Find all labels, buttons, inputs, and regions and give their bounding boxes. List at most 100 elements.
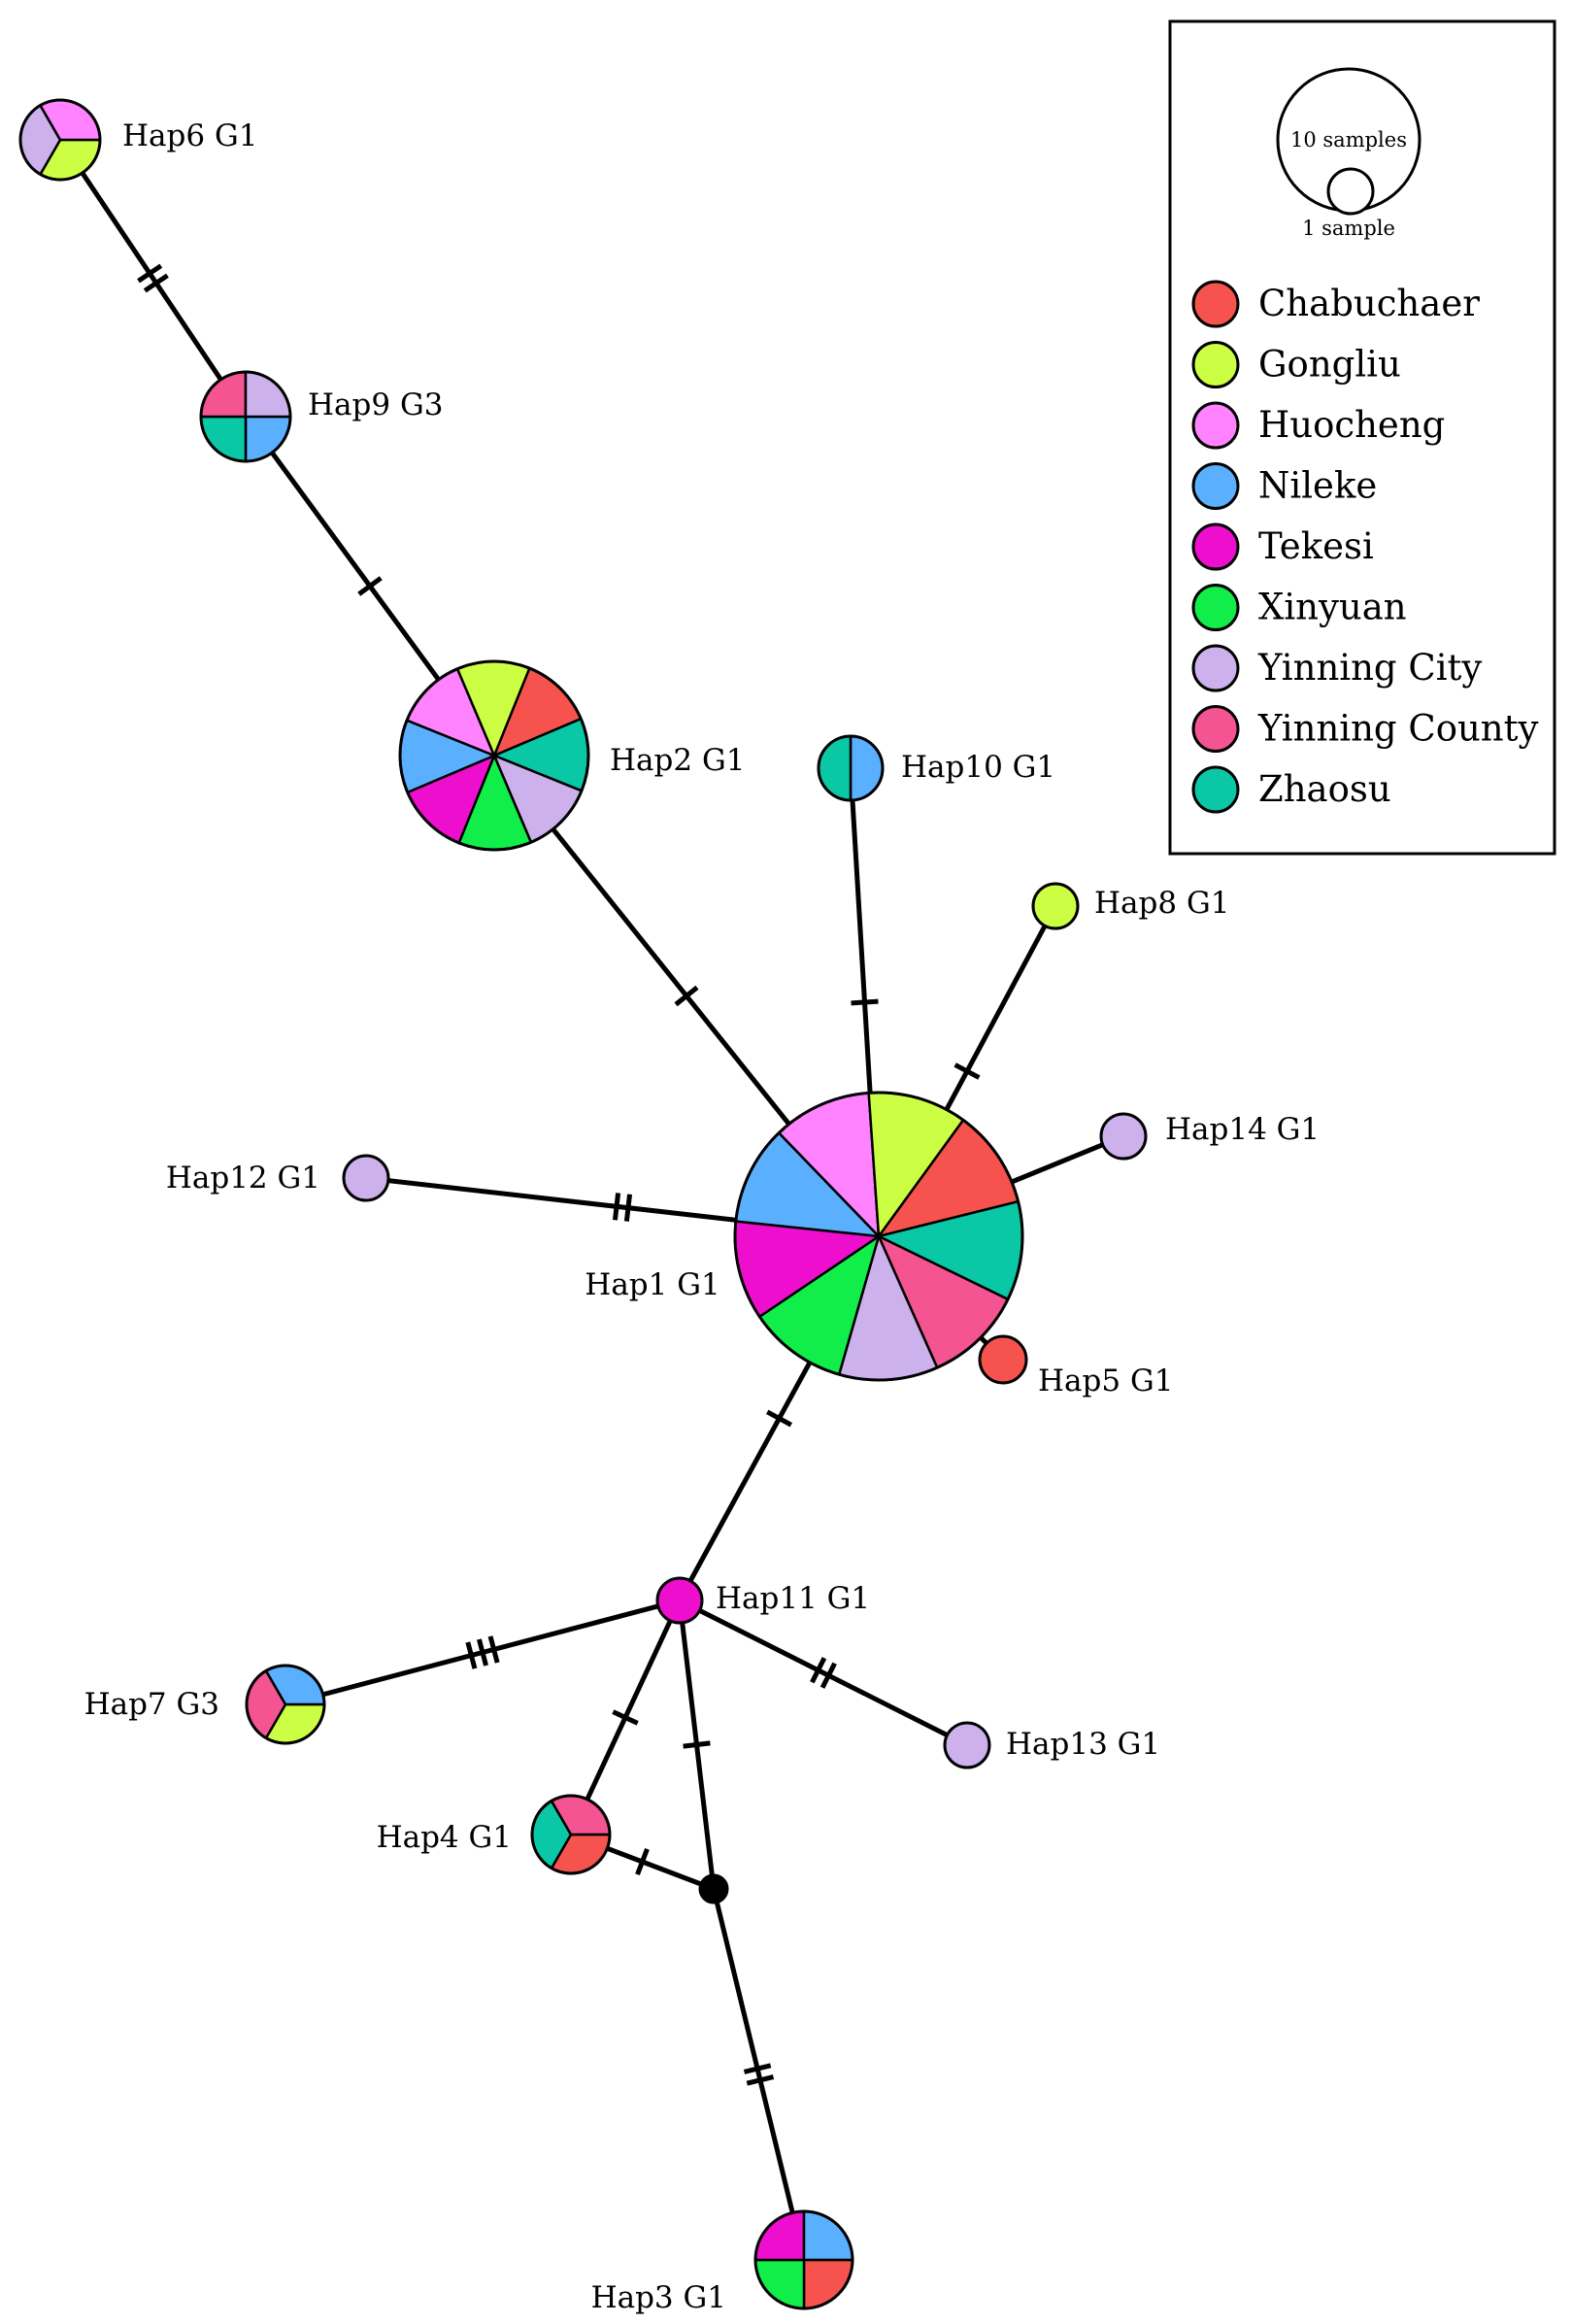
mutation-tick bbox=[683, 1740, 711, 1749]
mutation-tick bbox=[357, 576, 383, 596]
legend-item-yinning-county: Yinning County bbox=[1191, 705, 1538, 753]
legend-swatch bbox=[1191, 584, 1240, 631]
node-outline bbox=[753, 2209, 854, 2310]
mutation-tick bbox=[477, 1638, 488, 1667]
pie-slice-yinning-city bbox=[943, 1721, 991, 1769]
network-nodes: Hap1 G1 Hap2 G1 Hap3 G1 Hap4 G1 Hap5 G1 Hap6 … bbox=[18, 98, 1320, 2315]
legend-label: Huocheng bbox=[1258, 404, 1445, 446]
legend-swatch bbox=[1191, 401, 1240, 450]
node-hap8: Hap8 G1 bbox=[1031, 882, 1229, 930]
mutation-tick bbox=[465, 1641, 478, 1669]
pie-slice-zhaosu bbox=[817, 734, 853, 802]
legend-label: Yinning City bbox=[1257, 647, 1482, 689]
mutation-tick bbox=[851, 998, 879, 1006]
legend-items: ChabuchaerGongliuHuochengNilekeTekesiXin… bbox=[1191, 280, 1538, 814]
legend-item-zhaosu: Zhaosu bbox=[1191, 765, 1391, 814]
pie-slice-median bbox=[698, 1873, 729, 1904]
legend-item-nileke: Nileke bbox=[1191, 462, 1377, 510]
mutation-tick bbox=[137, 263, 163, 284]
node-hap3: Hap3 G1 bbox=[591, 2209, 854, 2315]
legend-label: Tekesi bbox=[1258, 525, 1374, 567]
node-hap2: Hap2 G1 bbox=[398, 659, 745, 852]
mutation-tick bbox=[743, 2063, 772, 2074]
node-outline bbox=[18, 98, 102, 182]
node-outline bbox=[530, 1794, 612, 1875]
mutation-tick bbox=[953, 1062, 981, 1080]
node-hap11: Hap11 G1 bbox=[655, 1576, 870, 1625]
edge-hap11-hap13 bbox=[678, 1598, 969, 1748]
legend-label: Zhaosu bbox=[1258, 768, 1391, 810]
legend-item-xinyuan: Xinyuan bbox=[1191, 584, 1407, 631]
legend-label: Yinning County bbox=[1257, 708, 1538, 750]
node-hap14: Hap14 G1 bbox=[1099, 1112, 1320, 1161]
legend-item-chabuchaer: Chabuchaer bbox=[1191, 280, 1480, 328]
node-label-hap10: Hap10 G1 bbox=[901, 750, 1055, 785]
pie-slice-nileke bbox=[849, 734, 885, 802]
scale-label-small: 1 sample bbox=[1302, 217, 1395, 240]
legend-swatch bbox=[1191, 341, 1240, 388]
legend-item-tekesi: Tekesi bbox=[1191, 522, 1374, 571]
node-label-hap6: Hap6 G1 bbox=[122, 118, 257, 153]
mutation-tick bbox=[635, 1848, 650, 1875]
legend-item-yinning-city: Yinning City bbox=[1191, 644, 1482, 692]
node-label-hap9: Hap9 G3 bbox=[308, 387, 443, 422]
node-hap9: Hap9 G3 bbox=[199, 370, 443, 463]
pie-slice-yinning-city bbox=[1099, 1112, 1148, 1161]
node-outline bbox=[398, 659, 590, 852]
legend-item-huocheng: Huocheng bbox=[1191, 401, 1445, 450]
mutation-tick bbox=[746, 2074, 775, 2086]
node-hap12: Hap12 G1 bbox=[166, 1154, 390, 1202]
mutation-tick bbox=[819, 1662, 837, 1689]
pie-slice-tekesi bbox=[655, 1576, 704, 1625]
scale-circle-small bbox=[1326, 167, 1375, 216]
legend-swatch bbox=[1191, 765, 1240, 814]
mutation-tick bbox=[612, 1193, 621, 1221]
legend-label: Gongliu bbox=[1258, 344, 1401, 386]
edge-median-hap3 bbox=[711, 1888, 807, 2261]
node-outline bbox=[245, 1664, 326, 1745]
node-label-hap14: Hap14 G1 bbox=[1165, 1112, 1320, 1147]
node-hap1: Hap1 G1 bbox=[585, 1091, 1024, 1382]
node-hap10: Hap10 G1 bbox=[817, 734, 1055, 802]
node-label-hap7: Hap7 G3 bbox=[84, 1687, 219, 1722]
legend-swatch bbox=[1191, 280, 1240, 328]
node-hap4: Hap4 G1 bbox=[377, 1794, 612, 1875]
node-hap7: Hap7 G3 bbox=[84, 1664, 326, 1745]
node-label-hap4: Hap4 G1 bbox=[377, 1820, 512, 1855]
mutation-tick bbox=[612, 1709, 639, 1726]
node-label-hap1: Hap1 G1 bbox=[585, 1267, 719, 1302]
legend: 10 samples 1 sample ChabuchaerGongliuHuo… bbox=[1168, 19, 1556, 856]
legend-swatch bbox=[1191, 705, 1240, 753]
legend-label: Chabuchaer bbox=[1258, 283, 1480, 324]
node-hap5: Hap5 G1 bbox=[978, 1334, 1173, 1398]
node-label-hap2: Hap2 G1 bbox=[610, 743, 745, 778]
legend-label: Nileke bbox=[1258, 465, 1377, 507]
node-outline bbox=[733, 1091, 1024, 1382]
node-hap6: Hap6 G1 bbox=[18, 98, 257, 182]
pie-slice-gongliu bbox=[1031, 882, 1080, 930]
mutation-tick bbox=[623, 1194, 633, 1222]
node-label-hap8: Hap8 G1 bbox=[1094, 886, 1229, 921]
node-label-hap3: Hap3 G1 bbox=[591, 2280, 726, 2315]
scale-label-large: 10 samples bbox=[1290, 128, 1407, 152]
node-median bbox=[698, 1873, 729, 1904]
node-label-hap5: Hap5 G1 bbox=[1038, 1364, 1173, 1398]
edge-hap6-hap9 bbox=[57, 138, 249, 419]
legend-swatch bbox=[1191, 644, 1240, 692]
node-label-hap13: Hap13 G1 bbox=[1006, 1727, 1160, 1762]
legend-swatch bbox=[1191, 522, 1240, 571]
node-outline bbox=[817, 734, 885, 802]
pie-slice-yinning-city bbox=[342, 1154, 390, 1202]
pie-slice-chabuchaer bbox=[978, 1334, 1028, 1385]
legend-item-gongliu: Gongliu bbox=[1191, 341, 1401, 388]
node-label-hap11: Hap11 G1 bbox=[716, 1581, 870, 1616]
legend-swatch bbox=[1191, 462, 1240, 510]
legend-label: Xinyuan bbox=[1258, 587, 1407, 628]
mutation-tick bbox=[487, 1635, 500, 1664]
mutation-tick bbox=[674, 985, 699, 1007]
node-hap13: Hap13 G1 bbox=[943, 1721, 1160, 1769]
node-label-hap12: Hap12 G1 bbox=[166, 1161, 320, 1196]
mutation-tick bbox=[810, 1657, 827, 1684]
mutation-tick bbox=[766, 1409, 792, 1428]
